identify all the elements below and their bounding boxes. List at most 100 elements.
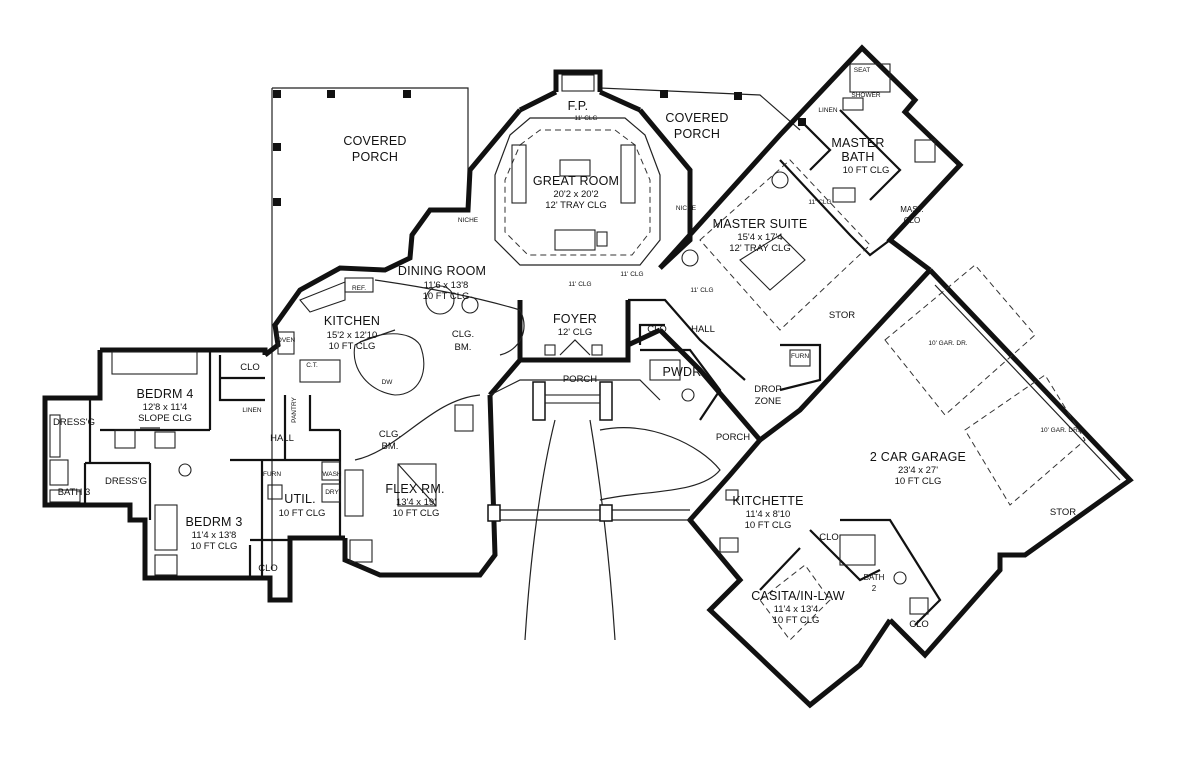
bedroom4-dims: 12'8 x 11'4 [143,402,188,413]
clo-foyer: CLO [647,324,667,335]
master-bath-label1: MASTER [831,136,884,150]
room-kitchette: KITCHETTE 11'4 x 8'10 10 FT CLG [732,494,803,531]
hall-center-label: HALL [691,324,715,335]
casita-label: CASITA/IN-LAW [751,589,845,603]
covered-porch-right-label2: PORCH [674,127,720,141]
dw-label: DW [382,379,394,386]
room-master-bath: MASTER BATH 10 FT CLG [831,136,889,176]
kitchen-dims: 15'2 x 12'10 [327,330,378,341]
garage-label: 2 CAR GARAGE [870,450,966,464]
room-dining: DINING ROOM 11'6 x 13'8 10 FT CLG [398,264,486,302]
bedroom4-label: BEDRM 4 [137,387,194,401]
flex-room-clg: 10 FT CLG [393,508,440,519]
clg-bm-flex-1: CLG. [379,429,401,440]
fireplace-label: F.P. [568,99,589,113]
casita-details [719,489,929,641]
oven-label: OVEN [277,337,296,344]
bedroom3-label: BEDRM 3 [186,515,243,529]
master-closet-label1: MAST. [900,205,924,214]
dry-label: DRY [325,489,339,496]
clg-11-master: 11' CLG [808,199,831,206]
clo-casita: CLO [819,532,839,543]
kitchette-clg: 10 FT CLG [745,520,792,531]
great-room-dims: 20'2 x 20'2 [553,189,598,200]
room-porch-front: PORCH [563,374,597,385]
pwdr-details [649,349,811,402]
clg-bm-flex-2: BM. [382,441,399,452]
bedroom3-details [49,459,192,576]
clg-11-hall: 11' CLG [690,287,713,294]
bedroom4-clg: SLOPE CLG [138,413,192,424]
dining-room-clg: 10 FT CLG [423,291,470,302]
room-drop-zone: DROP ZONE [754,384,781,407]
flex-room-label: FLEX RM. [385,482,444,496]
wash-label: WASH [322,471,342,478]
ct-label: C.T. [306,362,318,369]
gar-door-2: 10' GAR. DR. [1040,427,1079,434]
kitchen-label: KITCHEN [324,314,380,328]
master-suite-label: MASTER SUITE [713,217,808,231]
bath2-label1: BATH [864,573,885,582]
drop-zone-label2: ZONE [755,396,781,407]
foyer-details [544,339,603,356]
dining-room-label: DINING ROOM [398,264,486,278]
room-casita: CASITA/IN-LAW 11'4 x 13'4 10 FT CLG [751,589,845,626]
room-hall-left: HALL [270,433,294,444]
master-suite-dims: 15'4 x 17'4 [737,232,782,243]
utility-details [267,461,364,517]
kitchen-clg: 10 FT CLG [329,341,376,352]
stor-garage-right: STOR [1050,507,1076,518]
room-hall-center: HALL [691,324,715,335]
ref-label: REF. [352,285,366,292]
main-walls [42,44,1134,709]
room-master-closet: MAST. CLO [900,205,924,225]
foyer-clg: 12' CLG [558,327,593,338]
dining-room-dims: 11'6 x 13'8 [424,280,469,291]
garage-details [884,264,1121,506]
clg-bm-kitchen-1: CLG. [452,329,474,340]
linen-left: LINEN [242,407,261,414]
porch-front-label: PORCH [563,374,597,385]
room-garage: 2 CAR GARAGE 23'4 x 27' 10 FT CLG [870,450,966,487]
clo-bedroom4: CLO [240,362,260,373]
utility-clg: 10 FT CLG [279,508,326,519]
room-fireplace: F.P. 11' CLG [568,99,598,122]
foyer-label: FOYER [553,312,597,326]
porch-side-label: PORCH [716,432,750,443]
fireplace-clg: 11' CLG [574,115,597,122]
furn-drop: FURN [791,353,809,360]
room-powder: PWDR [663,365,702,379]
covered-porch-left-label2: PORCH [352,150,398,164]
room-covered-porch-right: COVERED PORCH [665,111,728,141]
casita-clg: 10 FT CLG [773,615,820,626]
kitchette-dims: 11'4 x 8'10 [746,509,791,520]
clg-bm-kitchen-2: BM. [455,342,472,353]
room-porch-side: PORCH [716,432,750,443]
bath3-label: BATH 3 [58,487,91,498]
room-covered-porch-left: COVERED PORCH [343,134,406,164]
covered-porch-left-label1: COVERED [343,134,406,148]
room-bath3: BATH 3 [58,487,91,498]
room-master-suite: MASTER SUITE 15'4 x 17'4 12' TRAY CLG [713,217,808,254]
small-labels: CLO LINEN PANTRY DRESS'G DRESS'G FURN CL… [53,67,1080,630]
front-porch-area [487,379,721,641]
master-closet-label2: CLO [904,216,920,225]
master-suite-clg: 12' TRAY CLG [729,243,790,254]
kitchette-label: KITCHETTE [732,494,803,508]
casita-dims: 11'4 x 13'4 [774,604,819,615]
kitchen-details [277,281,481,461]
room-bedroom3: BEDRM 3 11'4 x 13'8 10 FT CLG [186,515,243,552]
clg-11-foyer: 11' CLG [620,271,643,278]
furn-utility: FURN [263,471,281,478]
niche-right: NICHE [676,205,697,212]
shower-label: SHOWER [851,92,881,99]
room-utility: UTIL. 10 FT CLG [279,492,326,519]
gar-door-1: 10' GAR. DR. [928,340,967,347]
niche-left: NICHE [458,217,479,224]
utility-label: UTIL. [284,492,316,506]
stor-garage-top: STOR [829,310,855,321]
great-room-label: GREAT ROOM [533,174,619,188]
clo-bath2: CLO [909,619,929,630]
seat-label: SEAT [854,67,871,74]
